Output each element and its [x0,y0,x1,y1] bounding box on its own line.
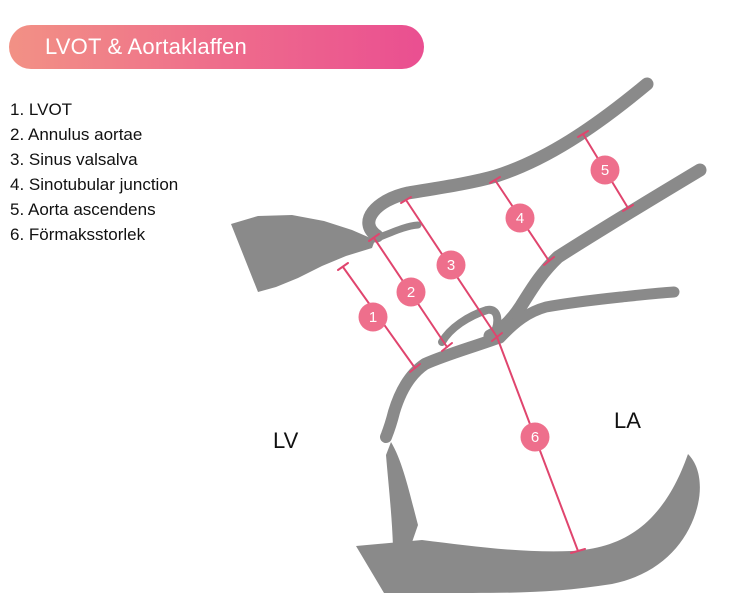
left-atrium-posterior-wall [356,454,700,593]
ventricular-septum [386,442,418,548]
marker-5: 5 [590,155,620,185]
marker-6: 6 [520,422,550,452]
svg-text:6: 6 [531,429,539,446]
legend-label: LVOT [28,100,73,119]
svg-text:3: 3 [447,257,455,274]
legend-label: Aorta ascendens [27,200,156,219]
legend-label: Förmaksstorlek [28,225,146,244]
label-la: LA [614,408,641,433]
legend-number: 1. [10,100,25,119]
legend-number: 2. [10,125,25,144]
legend-label: Sinus valsalva [28,150,138,169]
label-lv: LV [273,428,299,453]
svg-text:4: 4 [516,210,524,227]
left-atrium-roof [494,286,680,344]
legend-item-formaksstorlek: 6. Förmaksstorlek [10,222,178,247]
legend-label: Sinotubular junction [28,175,179,194]
marker-2: 2 [396,277,426,307]
legend-number: 4. [10,175,25,194]
diagram-title: LVOT & Aortaklaffen [45,34,247,59]
legend-item-annulus-aortae: 2. Annulus aortae [10,122,178,147]
measurement-legend: 1. LVOT 2. Annulus aortae 3. Sinus valsa… [10,97,178,247]
legend-item-lvot: 1. LVOT [10,97,178,122]
aortic-wall-upper [362,77,654,243]
legend-number: 5. [10,200,25,219]
svg-text:5: 5 [601,162,609,179]
legend-item-aorta-ascendens: 5. Aorta ascendens [10,197,178,222]
anatomy-outline [231,77,707,593]
legend-number: 3. [10,150,25,169]
svg-text:1: 1 [369,309,377,326]
aortic-wall-lower [483,163,707,343]
legend-item-sinotubular-junction: 4. Sinotubular junction [10,172,178,197]
region-labels: LV LA [273,408,641,453]
aortic-valve-leaflet-lower [438,305,502,346]
lvot-wall [231,215,375,292]
svg-text:2: 2 [407,284,415,301]
measurement-markers: 1 2 3 4 5 6 [358,155,620,452]
legend-number: 6. [10,225,25,244]
anterior-mitral-wall [380,332,504,443]
legend-label: Annulus aortae [27,125,143,144]
marker-3: 3 [436,250,466,280]
legend-item-sinus-valsalva: 3. Sinus valsalva [10,147,178,172]
aortic-valve-leaflet-upper [371,221,422,243]
title-banner: LVOT & Aortaklaffen [9,25,424,69]
marker-4: 4 [505,203,535,233]
marker-1: 1 [358,302,388,332]
